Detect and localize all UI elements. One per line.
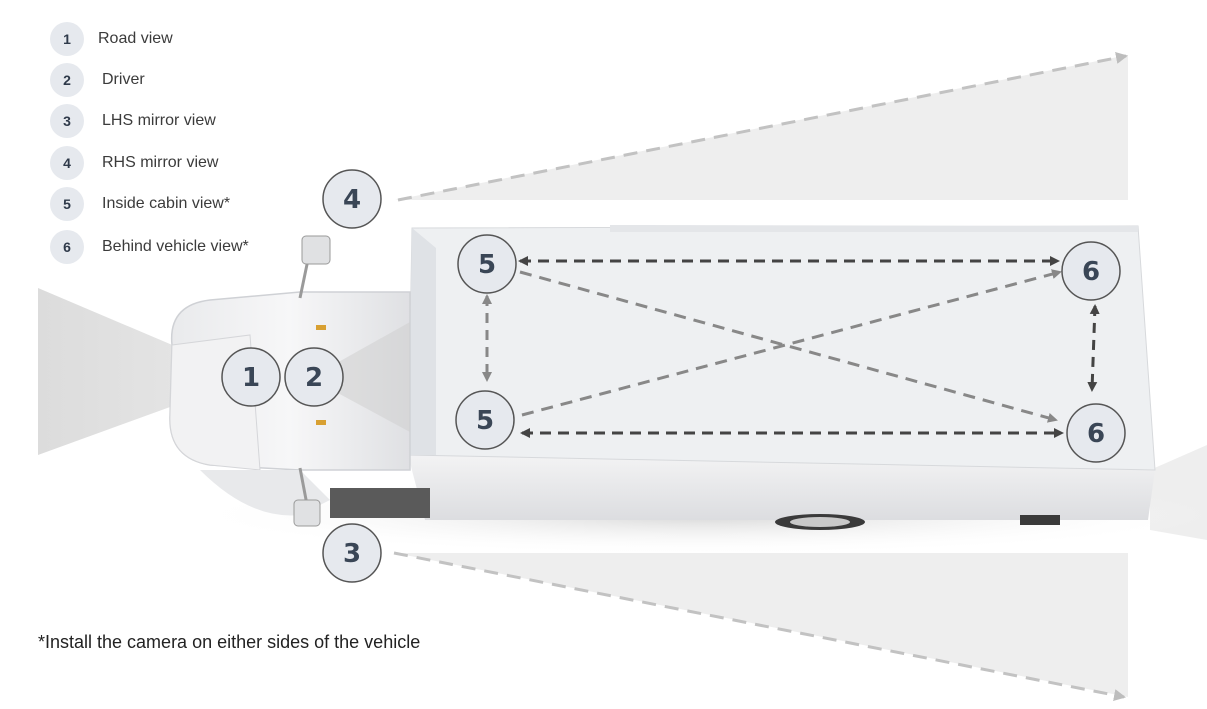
legend-label: Behind vehicle view* bbox=[102, 238, 249, 255]
legend-item-driver: 2 Driver bbox=[50, 63, 145, 97]
badge-behind-bottom: 6 bbox=[1066, 403, 1126, 463]
chassis bbox=[330, 488, 430, 518]
legend-label: Driver bbox=[102, 71, 145, 88]
rear-bumper bbox=[1020, 515, 1060, 525]
badge-road-view-number: 1 bbox=[242, 363, 260, 393]
legend-item-inside-cabin-view: 5 Inside cabin view* bbox=[50, 187, 230, 221]
legend-number: 4 bbox=[50, 146, 84, 180]
badge-lhs-mirror-number: 3 bbox=[343, 539, 361, 569]
legend-number: 6 bbox=[50, 230, 84, 264]
legend-label: RHS mirror view bbox=[102, 154, 219, 171]
wheel-hub bbox=[790, 517, 850, 527]
badge-cabin-bottom-number: 5 bbox=[476, 406, 494, 436]
rhs-mirror bbox=[301, 235, 331, 265]
box-roof-top-edge bbox=[610, 225, 1138, 232]
legend-label: Road view bbox=[98, 30, 173, 47]
driver-view-cone bbox=[310, 322, 410, 432]
legend-number: 3 bbox=[50, 104, 84, 138]
road-view-cone bbox=[38, 288, 250, 455]
legend-number: 5 bbox=[50, 187, 84, 221]
badge-cabin-top-number: 5 bbox=[478, 250, 496, 280]
badge-driver-number: 2 bbox=[305, 363, 323, 393]
arrow-5bottom-6top bbox=[521, 269, 1062, 417]
lhs-mirror bbox=[293, 499, 321, 527]
badge-behind-top-number: 6 bbox=[1082, 257, 1100, 287]
badge-road-view: 1 bbox=[221, 347, 281, 407]
arrow-6top-6bottom bbox=[1087, 304, 1100, 392]
lhs-mirror-ray bbox=[393, 551, 1126, 701]
legend-item-rhs-mirror-view: 4 RHS mirror view bbox=[50, 146, 218, 180]
legend-item-lhs-mirror-view: 3 LHS mirror view bbox=[50, 104, 216, 138]
box-front-edge bbox=[408, 228, 436, 455]
badge-rhs-mirror-number: 4 bbox=[343, 185, 361, 215]
badge-behind-top: 6 bbox=[1061, 241, 1121, 301]
arrow-5top-6bottom bbox=[519, 270, 1058, 423]
badge-rhs-mirror: 4 bbox=[322, 169, 382, 229]
rhs-mirror-ray bbox=[397, 52, 1128, 202]
legend-number: 1 bbox=[50, 22, 84, 56]
legend-label: Inside cabin view* bbox=[102, 195, 231, 212]
badge-cabin-bottom: 5 bbox=[455, 390, 515, 450]
footnote: *Install the camera on either sides of t… bbox=[38, 632, 421, 652]
badge-behind-bottom-number: 6 bbox=[1087, 419, 1105, 449]
badge-driver: 2 bbox=[284, 347, 344, 407]
legend-label: LHS mirror view bbox=[102, 112, 216, 129]
legend-item-road-view: 1 Road view bbox=[50, 22, 173, 56]
box-side-panel bbox=[408, 455, 1155, 520]
legend-item-behind-vehicle-view: 6 Behind vehicle view* bbox=[50, 230, 249, 264]
legend-number: 2 bbox=[50, 63, 84, 97]
badge-lhs-mirror: 3 bbox=[322, 523, 382, 583]
badge-cabin-top: 5 bbox=[457, 234, 517, 294]
